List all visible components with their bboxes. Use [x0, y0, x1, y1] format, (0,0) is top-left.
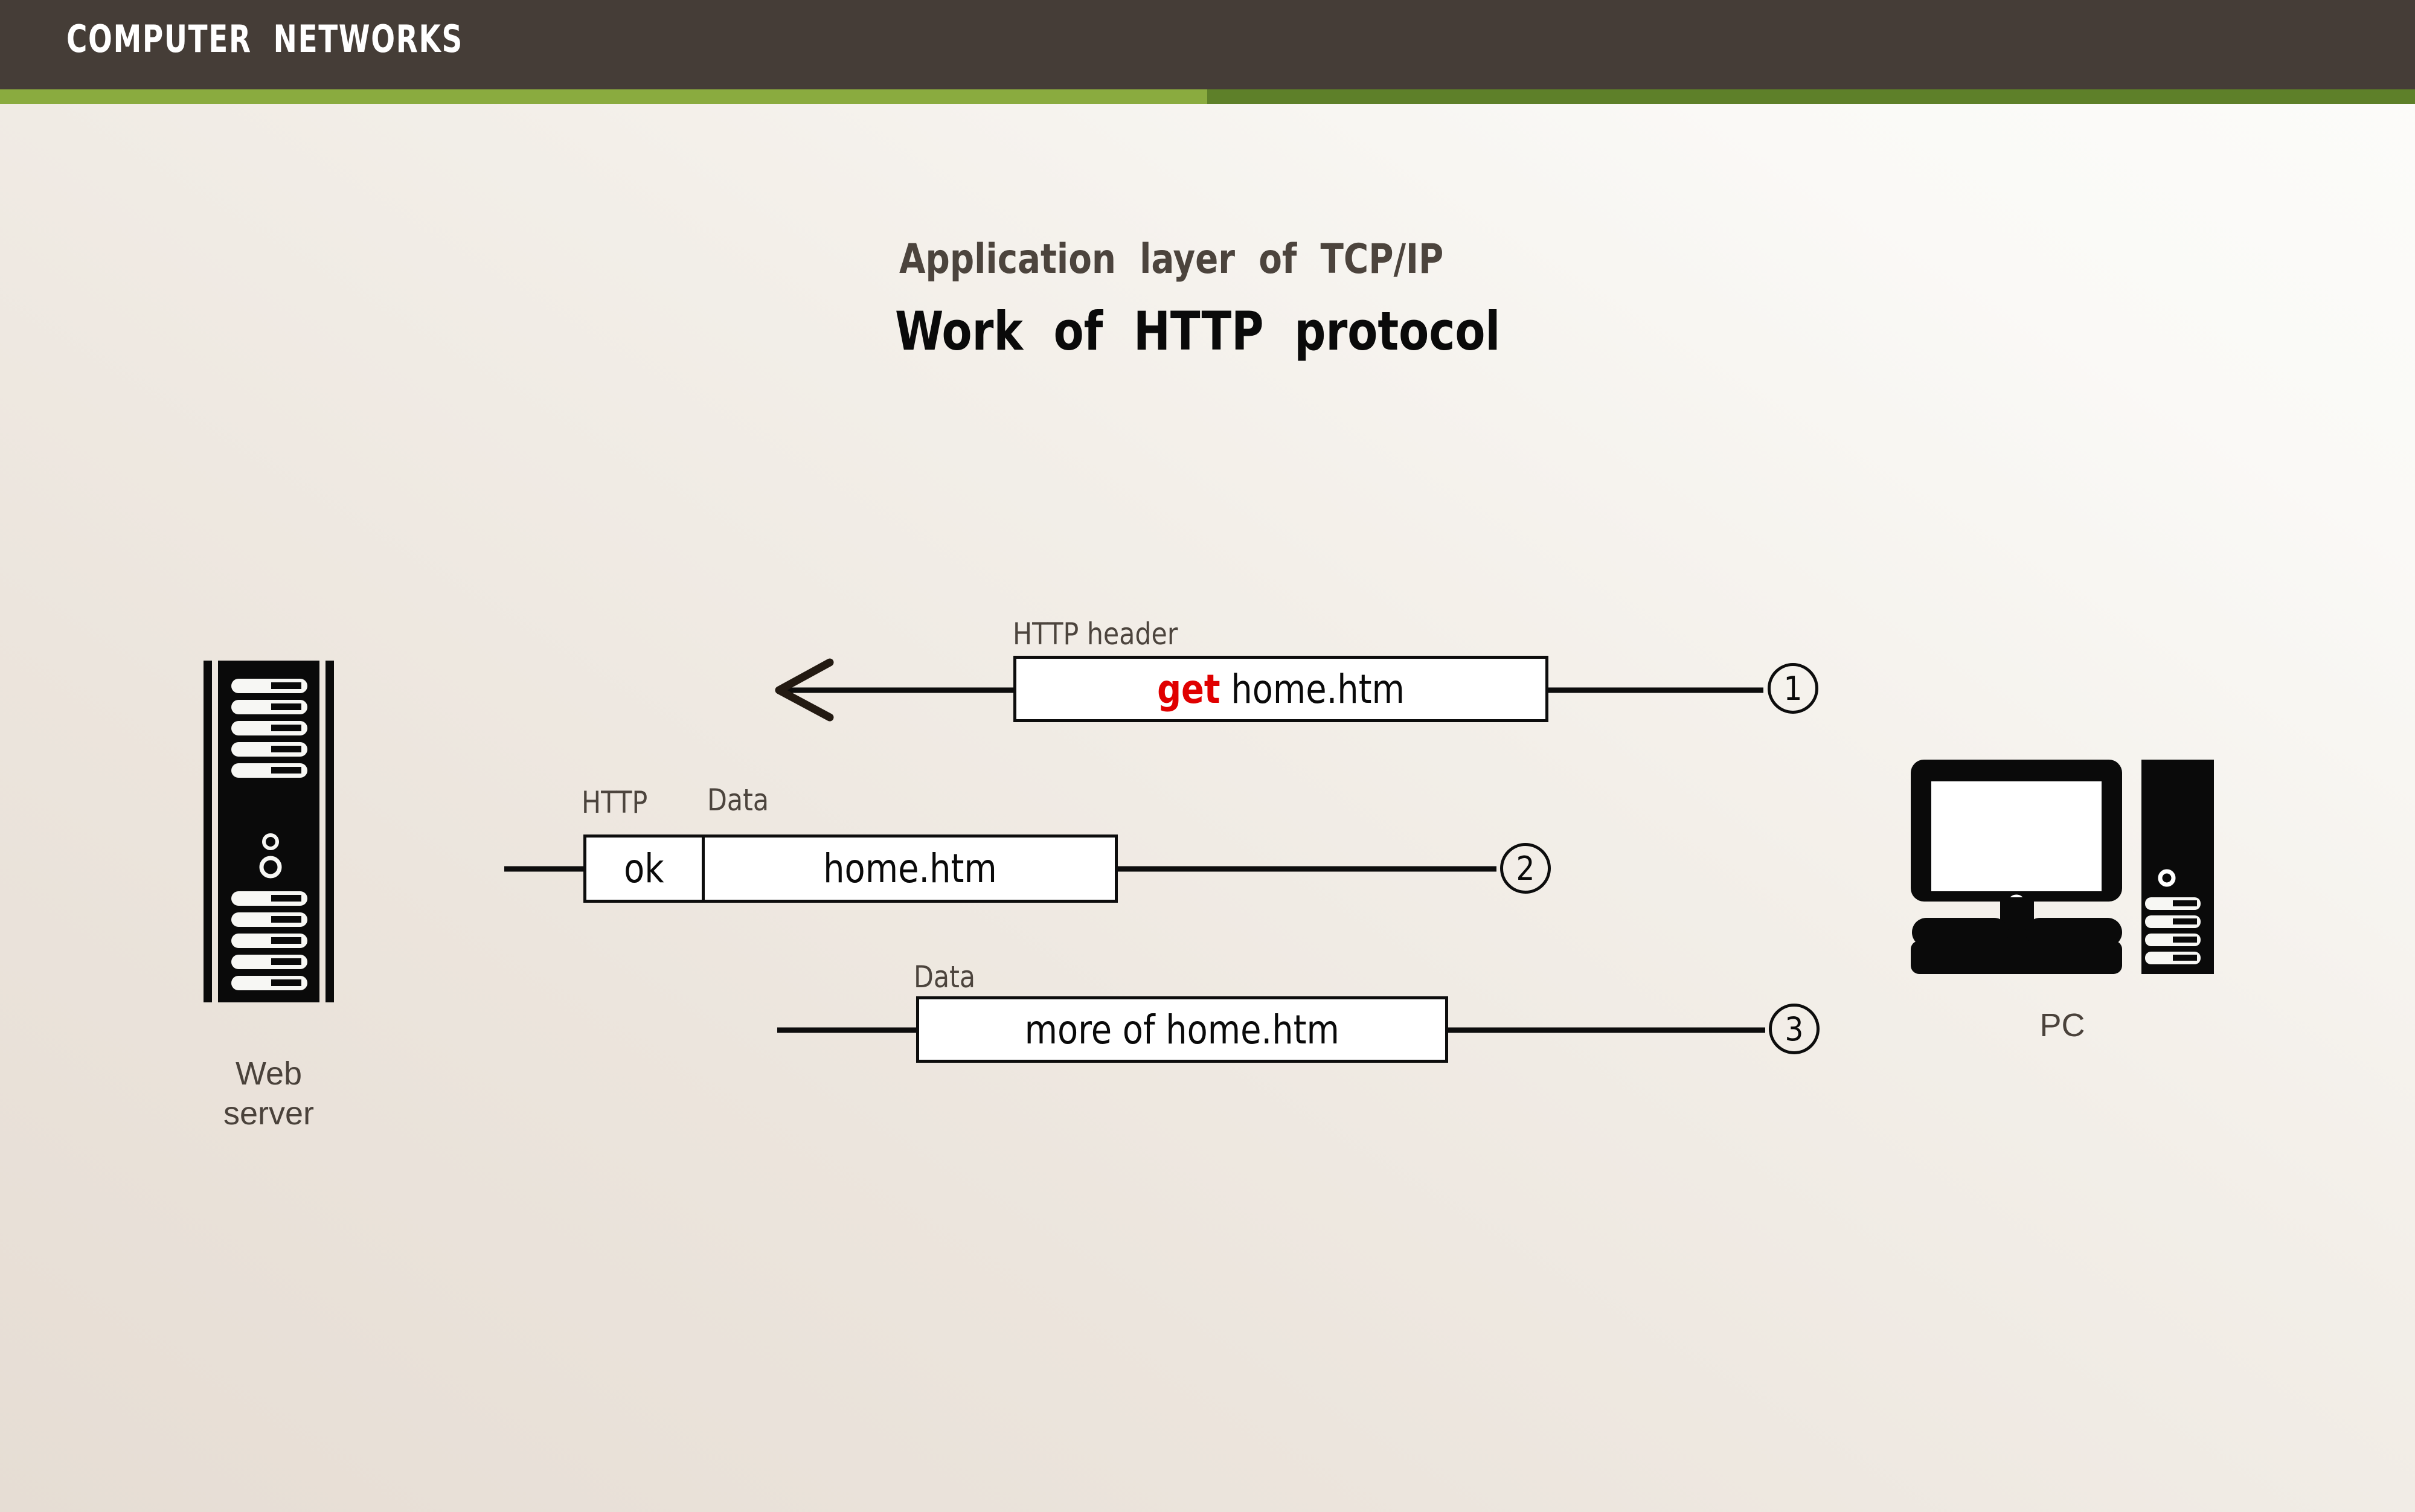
field-label-data-row2: Data	[707, 783, 769, 818]
accent-stripe-right	[1207, 89, 2415, 104]
page-title: Work of HTTP protocol	[895, 300, 1501, 362]
field-label-http-header: HTTP header	[1013, 617, 1178, 652]
packet-1-value: home.htm	[1220, 665, 1405, 713]
header-title: COMPUTER NETWORKS	[66, 17, 463, 61]
step-number-2: 2	[1500, 843, 1551, 894]
step-number-1: 1	[1768, 663, 1818, 714]
packet-3-value: more of home.htm	[1024, 1006, 1340, 1053]
accent-stripe-left	[0, 89, 1207, 104]
packet-2-header-cell: ok	[586, 838, 705, 900]
packet-box-1: get home.htm	[1013, 656, 1548, 722]
packet-box-3: more of home.htm	[916, 996, 1448, 1063]
packet-2-keyword: ok	[624, 845, 664, 892]
slide-subtitle: Application layer of TCP/IP	[899, 235, 1444, 283]
desktop-pc-icon	[1911, 760, 2214, 974]
header-bar	[0, 0, 2415, 89]
server-tower-icon	[204, 661, 334, 1002]
packet-2-value: home.htm	[823, 845, 997, 892]
packet-1-text: get home.htm	[1157, 666, 1405, 713]
field-label-data-row3: Data	[914, 959, 976, 995]
packet-box-2: ok home.htm	[583, 834, 1118, 903]
field-label-http: HTTP	[582, 785, 648, 820]
step-number-3: 3	[1769, 1004, 1820, 1054]
server-node-label: Web server	[223, 1056, 315, 1132]
packet-2-data-cell: home.htm	[705, 838, 1115, 900]
client-node-label: PC	[2039, 1007, 2085, 1043]
packet-1-keyword: get	[1157, 665, 1220, 713]
